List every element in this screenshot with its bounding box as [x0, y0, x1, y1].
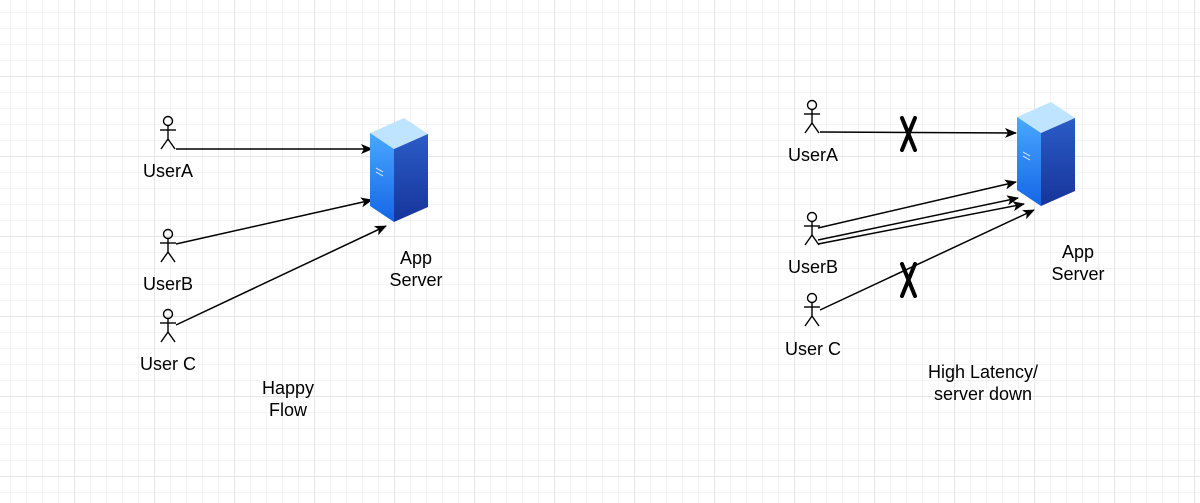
server-label-line1: App — [399, 248, 433, 268]
usera-actor-icon-degraded — [804, 99, 820, 134]
failure-cross-icon-usera — [900, 116, 917, 152]
happy-flow-caption-line2: Flow — [268, 400, 307, 420]
degraded-flow-caption-line1: High Latency/ — [927, 362, 1039, 382]
arrow-userc-to-server — [175, 225, 387, 326]
server-label-line2: Server — [389, 270, 443, 290]
server-label-degraded-line1: App — [1061, 242, 1095, 262]
happy-flow-caption-line1: Happy — [261, 378, 315, 398]
usera-label: UserA — [142, 161, 193, 181]
userc-label: User C — [139, 354, 196, 374]
arrow-usera-to-server-degraded — [819, 127, 1017, 138]
userb-actor-icon — [160, 228, 176, 263]
usera-actor-icon — [160, 115, 176, 150]
server-label-degraded: App Server — [1038, 241, 1118, 285]
userb-label-degraded: UserB — [787, 257, 838, 277]
app-server-icon-degraded — [1017, 102, 1075, 206]
userc-actor-icon — [160, 308, 176, 343]
degraded-flow-caption-line2: server down — [933, 384, 1033, 404]
app-server-icon — [370, 118, 428, 222]
arrow-userb-to-server — [175, 197, 373, 245]
server-label-degraded-line2: Server — [1051, 264, 1105, 284]
degraded-flow-caption: High Latency/ server down — [913, 361, 1053, 405]
userb-label: UserB — [142, 274, 193, 294]
happy-flow-caption: Happy Flow — [238, 377, 338, 421]
arrow-userb-to-server-1 — [817, 179, 1017, 229]
userb-actor-icon-degraded — [804, 211, 820, 246]
usera-label-degraded: UserA — [787, 145, 838, 165]
userc-actor-icon-degraded — [804, 292, 820, 327]
server-label: App Server — [376, 247, 456, 291]
arrow-userb-to-server-3 — [817, 201, 1025, 245]
arrow-userc-to-server-degraded — [819, 209, 1035, 311]
failure-cross-icon-userc — [900, 262, 917, 298]
arrow-userb-to-server-2 — [817, 195, 1019, 241]
userc-label-degraded: User C — [784, 339, 841, 359]
